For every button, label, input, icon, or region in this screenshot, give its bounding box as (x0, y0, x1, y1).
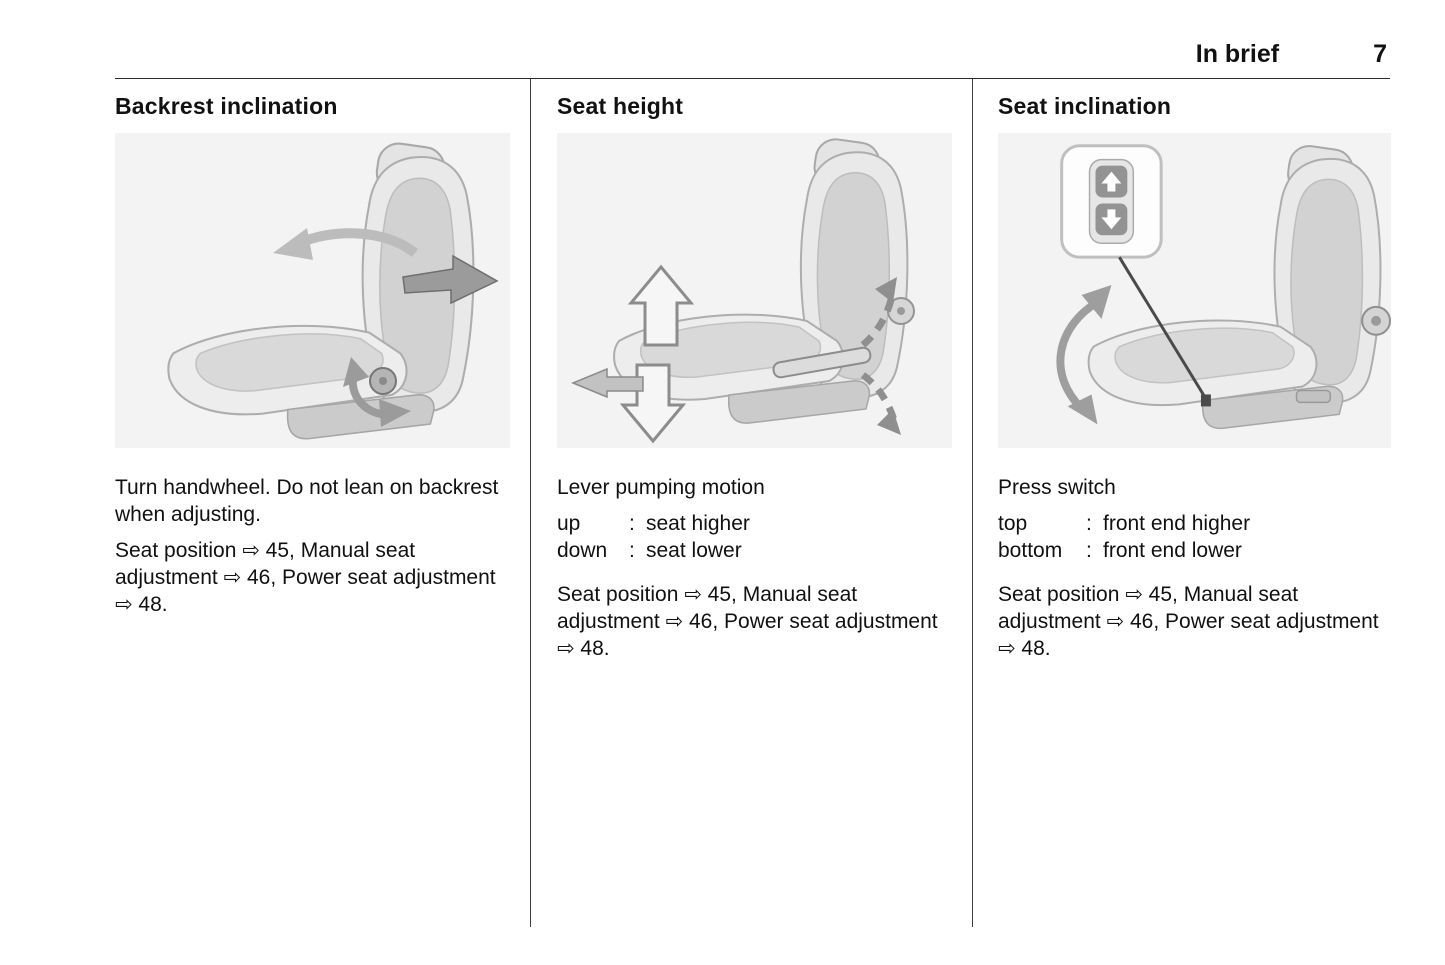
cross-references: Seat position ⇨ 45, Manual seat adjustme… (998, 583, 1379, 660)
lever-pump-arrows-icon (860, 277, 901, 435)
definition-description: front end higher (1103, 512, 1251, 535)
cross-references: Seat position ⇨ 45, Manual seat adjustme… (115, 539, 496, 616)
seat-base (727, 380, 871, 424)
section-heading: Seat inclination (998, 93, 1172, 119)
backrest-inclination-illustration (115, 133, 510, 448)
definition-term: top (998, 512, 1028, 535)
definition-row: up : seat higher (557, 510, 951, 537)
instruction-text: Lever pumping motion (557, 476, 765, 499)
definition-row: top : front end higher (998, 510, 1390, 537)
side-lever (1295, 389, 1332, 404)
definition-description: seat lower (646, 539, 742, 562)
seat-tilt-switch (1060, 144, 1211, 407)
definition-description: seat higher (646, 512, 750, 535)
seat-base (286, 394, 435, 440)
seat-slide-handle (571, 367, 644, 399)
seat-height-drawing (557, 133, 952, 448)
column-backrest-inclination: Backrest inclination (115, 79, 530, 927)
seat-inclination-illustration (998, 133, 1391, 448)
cross-references: Seat position ⇨ 45, Manual seat adjustme… (557, 583, 938, 660)
header-divider (115, 78, 1390, 79)
seat-higher-arrow-icon (627, 264, 695, 347)
definition-row: bottom : front end lower (998, 537, 1390, 564)
column-seat-height: Seat height (530, 79, 972, 927)
seat-tilt-arrow-icon (1056, 285, 1112, 425)
manual-page: In brief 7 Backrest inclination (0, 0, 1445, 927)
column-seat-inclination: Seat inclination (972, 79, 1391, 927)
definition-term: up (557, 512, 581, 535)
section-heading: Seat height (557, 93, 684, 119)
section-heading: Backrest inclination (115, 93, 338, 119)
page-number: 7 (1373, 40, 1387, 68)
definition-row: down : seat lower (557, 537, 951, 564)
definition-separator: : (629, 539, 635, 562)
definition-term: bottom (998, 539, 1063, 562)
definition-list: up : seat higher down : seat lower (557, 510, 951, 564)
instruction-text: Turn handwheel. Do not lean on backrest … (115, 476, 499, 526)
handwheel-rotation-arrow-icon (343, 357, 411, 427)
pointer-line (1118, 256, 1209, 402)
definition-term: down (557, 539, 608, 562)
definition-list: top : front end higher bottom : front en… (998, 510, 1390, 564)
height-lever (772, 346, 872, 379)
seat-inclination-drawing (998, 133, 1391, 448)
instruction-text: Press switch (998, 476, 1116, 499)
backrest-inclination-drawing (115, 133, 510, 448)
down-arrow-icon (1101, 209, 1122, 230)
definition-separator: : (1086, 512, 1092, 535)
content-columns: Backrest inclination (115, 79, 1391, 927)
seat-height-illustration (557, 133, 952, 448)
definition-separator: : (629, 512, 635, 535)
backrest-tilt-arrows-icon (273, 228, 499, 305)
page-header: In brief 7 (0, 0, 1445, 69)
up-arrow-icon (1101, 171, 1122, 192)
definition-description: front end lower (1103, 539, 1242, 562)
definition-separator: : (1086, 539, 1092, 562)
page-header-title: In brief (1195, 40, 1280, 68)
